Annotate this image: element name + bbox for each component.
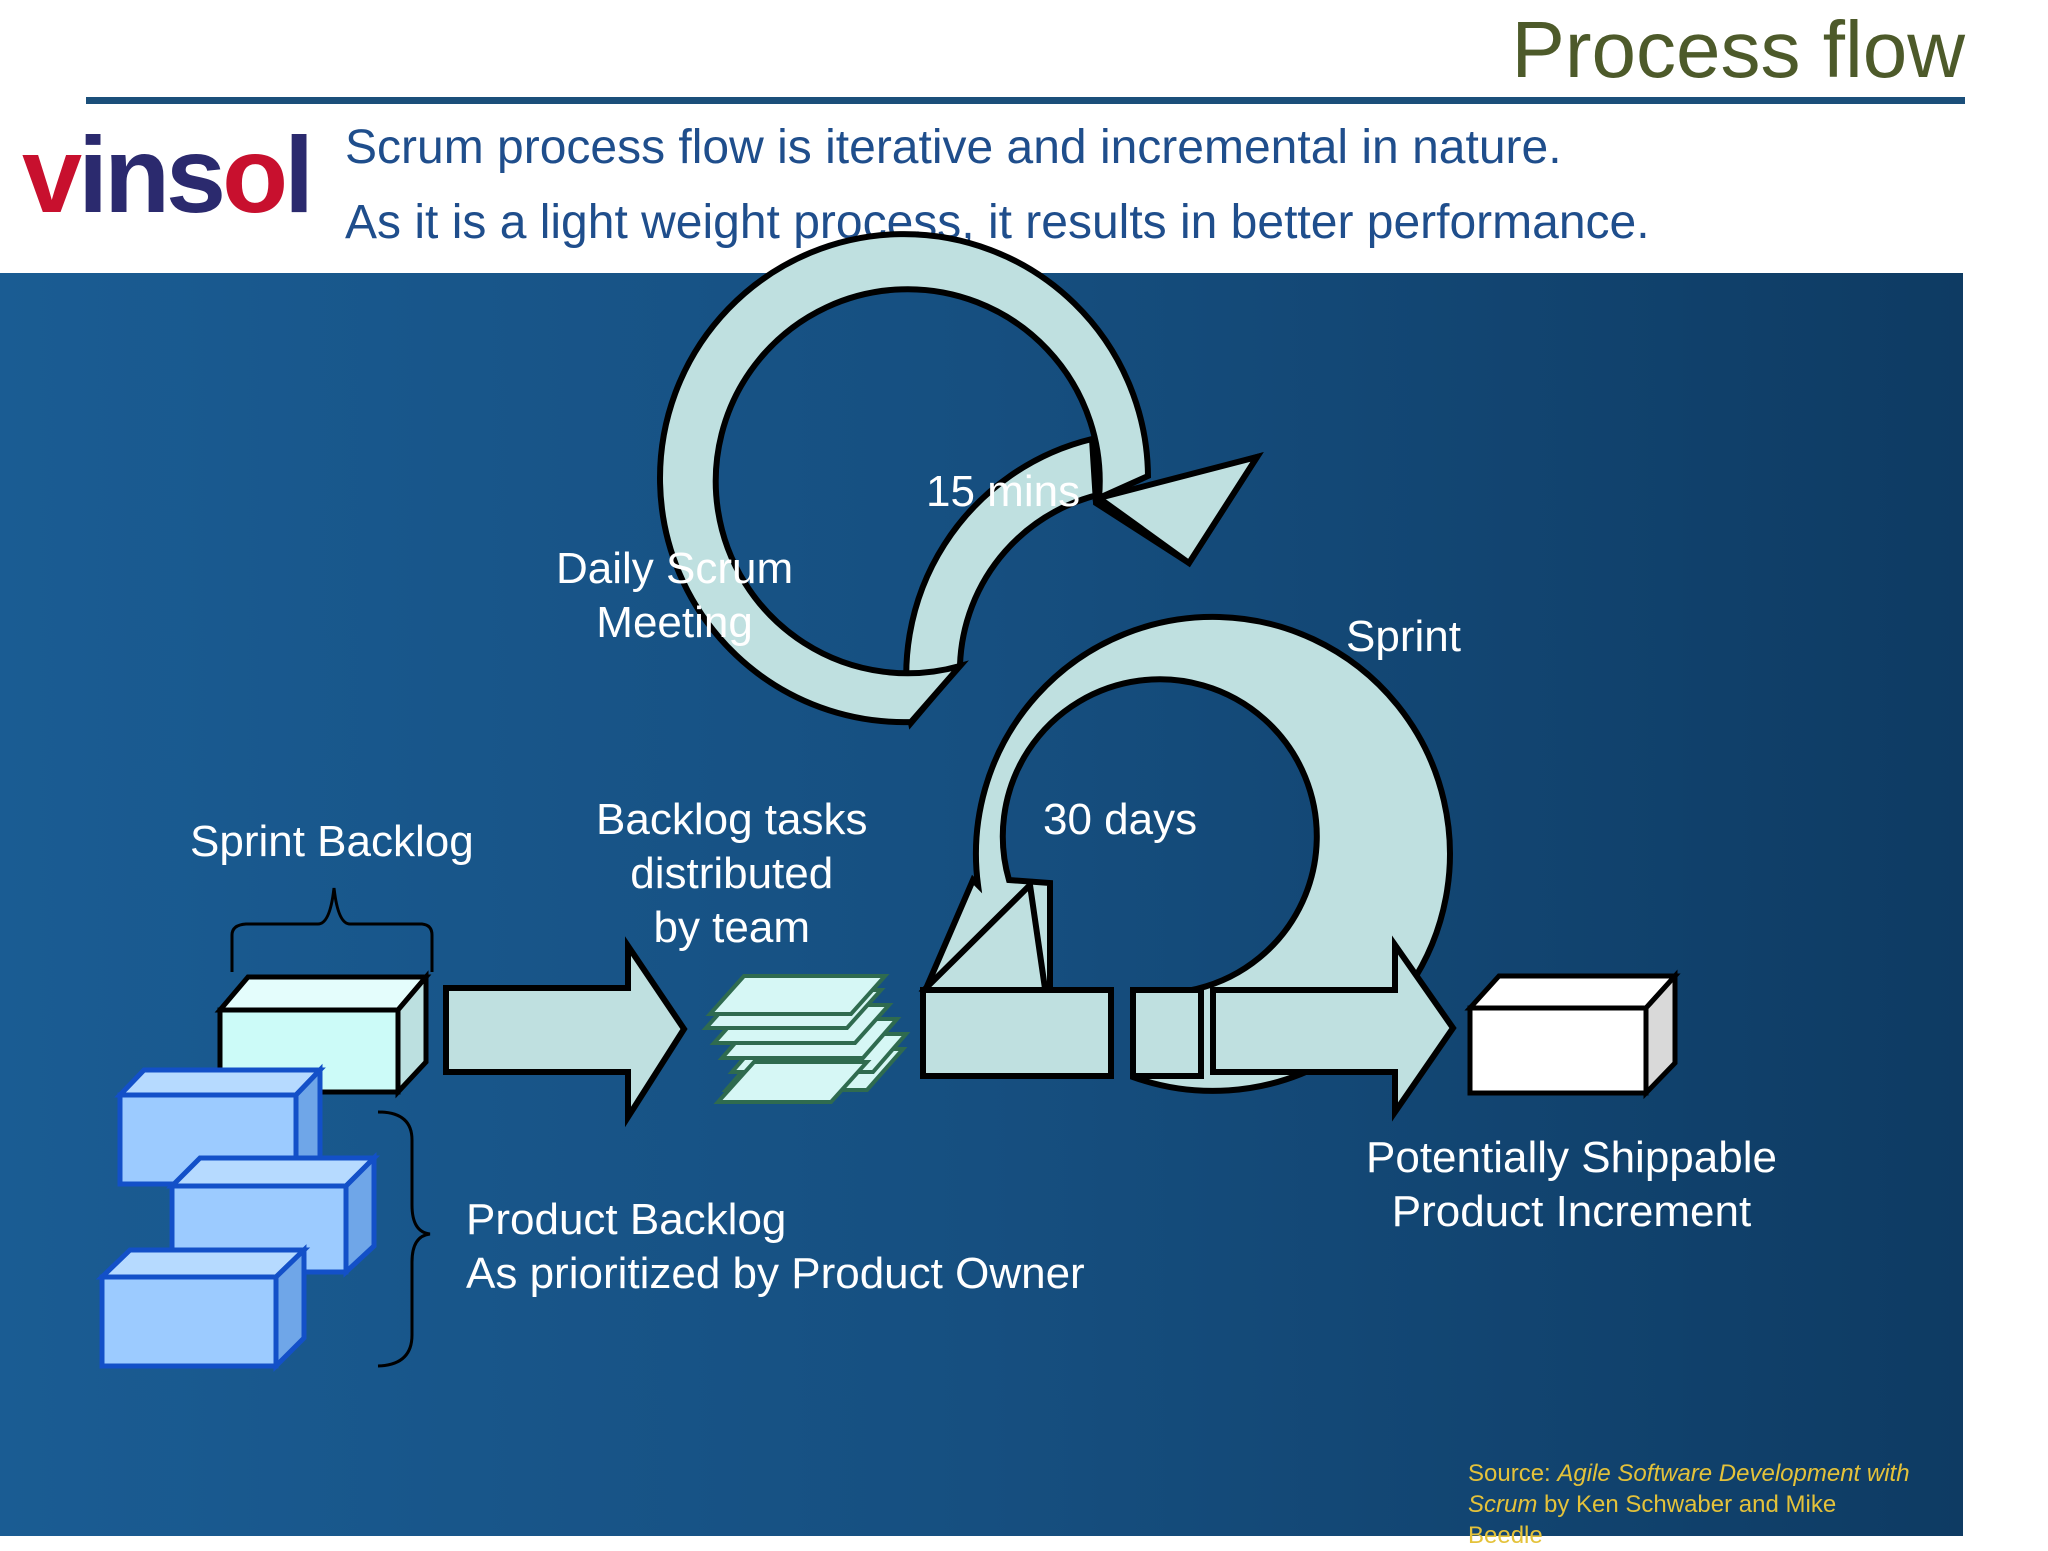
sprint-duration-label: 30 days [1043,795,1198,844]
source-title-1: Agile Software Development with [1557,1460,1910,1487]
intro-line-2: As it is a light weight process, it resu… [345,196,1650,249]
daily-scrum-label: Daily Scrum Meeting [556,544,794,647]
daily-scrum-arrow-head [1092,452,1264,568]
cycle-exit-box [1130,987,1204,1079]
vinsol-logo: vinsol [22,124,307,224]
source-prefix: Source: [1468,1460,1558,1487]
product-increment-label: Potentially Shippable Product Increment [1366,1133,1777,1236]
product-backlog-sub-label: As prioritized by Product Owner [466,1249,1085,1298]
backlog-tasks-label: Backlog tasks distributed by team [596,795,868,952]
backlog-to-tasks-arrow [443,936,688,1128]
daily-duration-label: 15 mins [926,467,1081,516]
logo-v: v [22,124,82,224]
logo-rest: ins [78,124,222,224]
intro-line-1: Scrum process flow is iterative and incr… [345,121,1562,174]
source-title-2: Scrum [1468,1491,1538,1518]
daily-scrum-loop [657,231,1152,726]
product-backlog-brace [377,1110,431,1368]
sprint-label: Sprint [1346,612,1461,661]
logo-l: l [284,124,307,224]
source-by: by Ken Schwaber and Mike [1537,1491,1837,1518]
sprint-backlog-label: Sprint Backlog [190,817,474,866]
cycle-entry-box [920,987,1114,1079]
sprint-cycle-ring [920,613,1453,1094]
task-sheets-stack [701,974,911,1104]
logo-o: o [222,124,284,224]
product-backlog-label: Product Backlog [466,1195,787,1244]
page-title: Process flow [1511,5,1965,94]
increment-arrow [1210,935,1457,1122]
sprint-backlog-brace [230,887,434,972]
svg-text:vinsol: vinsol [22,124,307,224]
title-divider [86,97,1965,104]
product-backlog-box-3 [95,1244,311,1373]
product-increment-box [1464,969,1681,1100]
